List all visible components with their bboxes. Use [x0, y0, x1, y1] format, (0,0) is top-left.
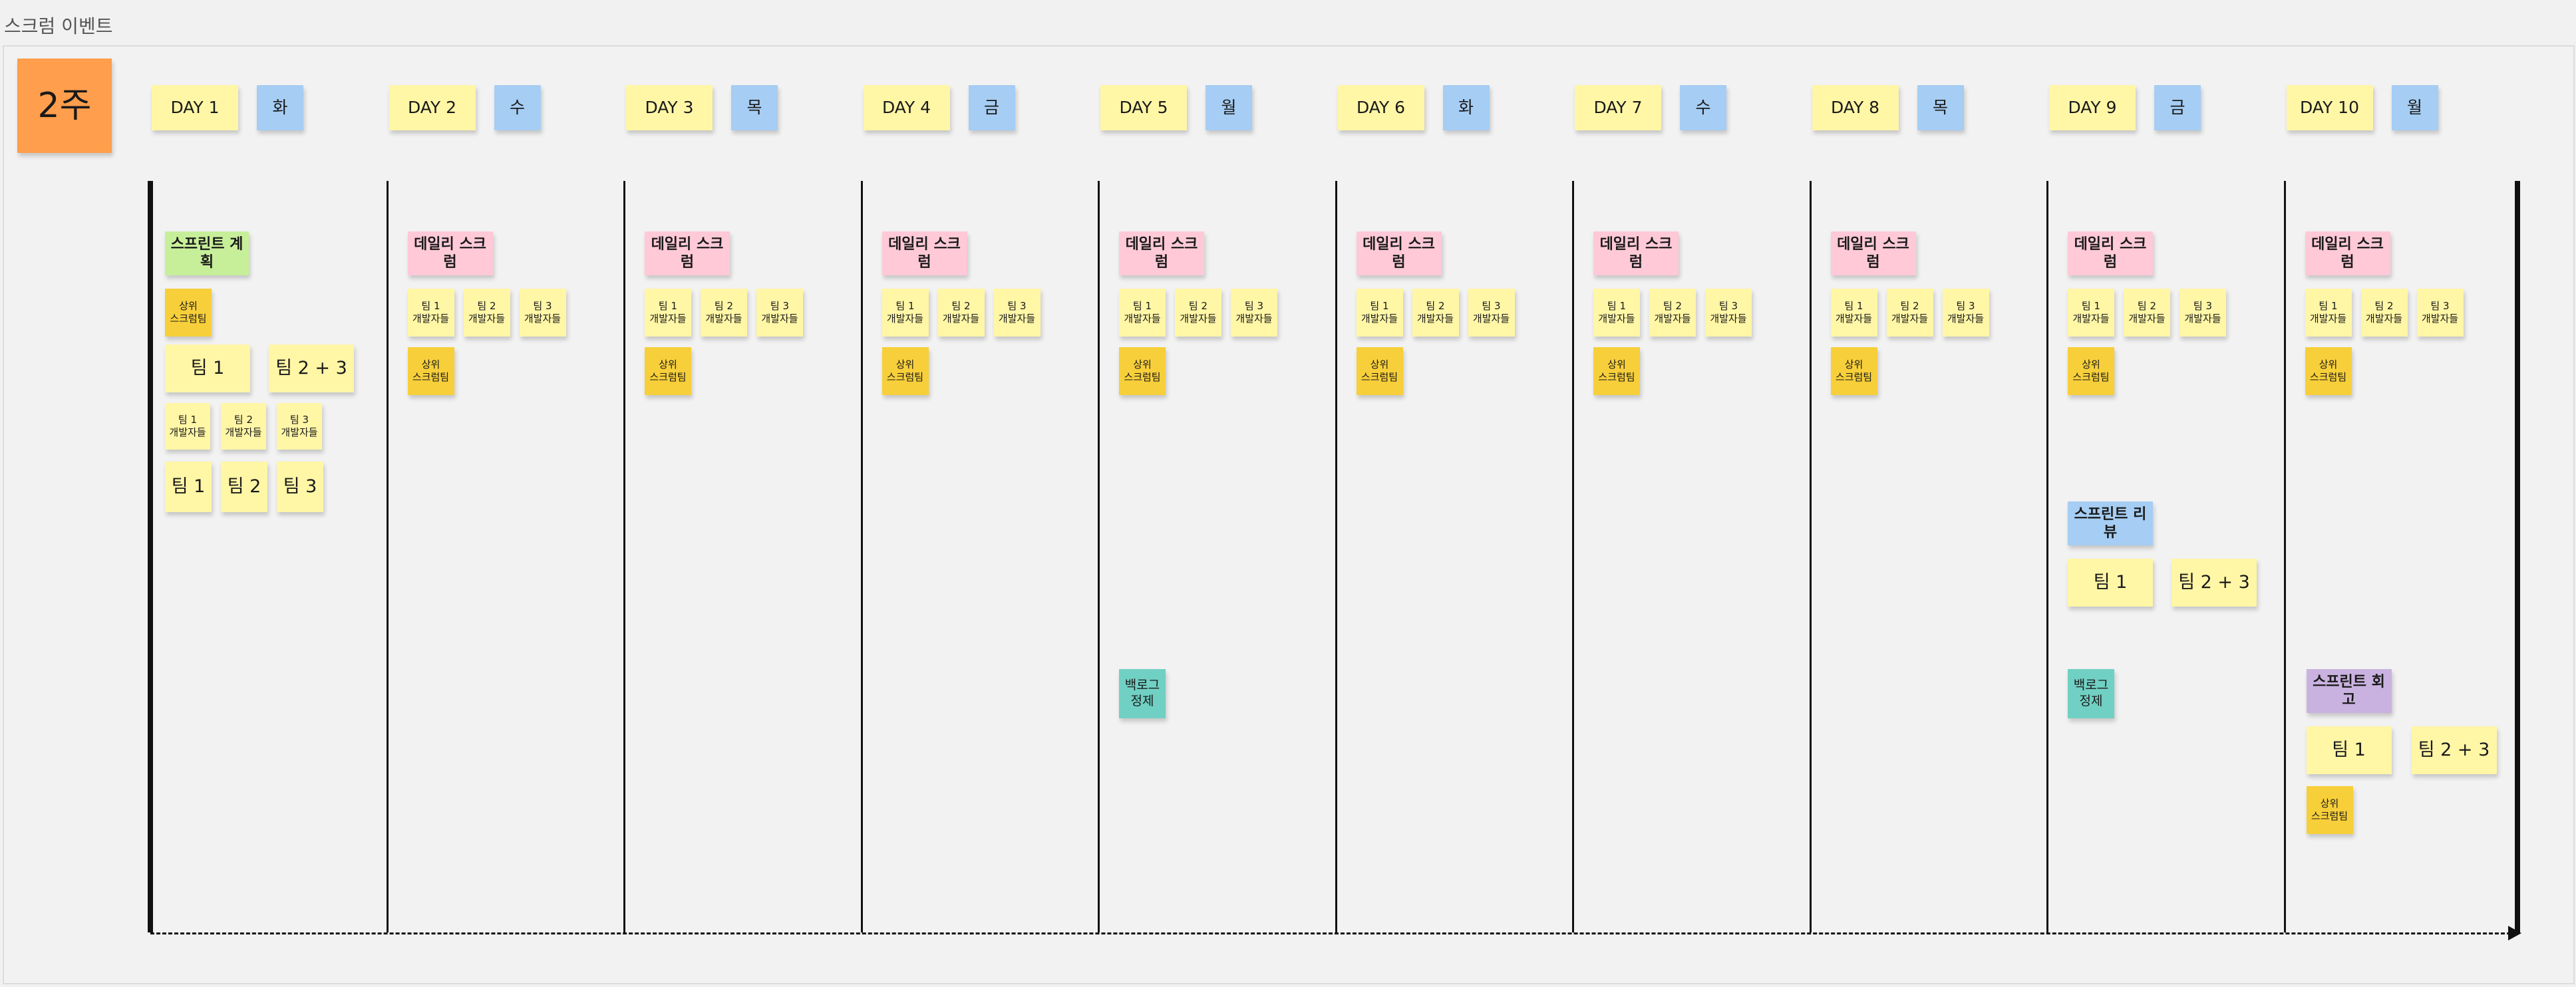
team-devs-note[interactable]: 팀 2 개발자들 [2124, 289, 2170, 337]
weekday-note[interactable]: 월 [1206, 85, 1252, 130]
weekday-note[interactable]: 수 [494, 85, 541, 130]
team-note[interactable]: 팀 1 [165, 345, 250, 392]
daily-scrum-note[interactable]: 데일리 스크럼 [1593, 231, 1679, 275]
team-devs-note[interactable]: 팀 3 개발자들 [993, 289, 1041, 337]
team-devs-note[interactable]: 팀 1 개발자들 [1593, 289, 1640, 337]
team-devs-note[interactable]: 팀 2 개발자들 [463, 289, 510, 337]
daily-scrum-note[interactable]: 데일리 스크럼 [1119, 231, 1204, 275]
day-note[interactable]: DAY 5 [1100, 85, 1187, 130]
upper-scrum-team-note[interactable]: 상위 스크럼팀 [1119, 347, 1166, 395]
weekday-note[interactable]: 목 [731, 85, 778, 130]
team-devs-note[interactable]: 팀 2 개발자들 [2360, 289, 2408, 337]
team-devs-note[interactable]: 팀 2 개발자들 [1649, 289, 1696, 337]
team-devs-note[interactable]: 팀 1 개발자들 [407, 289, 454, 337]
sprint-retro-note[interactable]: 스프린트 회고 [2306, 669, 2392, 713]
team-note[interactable]: 팀 2 + 3 [2172, 559, 2257, 607]
team-devs-note[interactable]: 팀 1 개발자들 [2068, 289, 2114, 337]
daily-scrum-note[interactable]: 데일리 스크럼 [1356, 231, 1442, 275]
backlog-refinement-note[interactable]: 백로그 정제 [2068, 669, 2114, 718]
upper-scrum-team-note[interactable]: 상위 스크럼팀 [1356, 347, 1403, 395]
team-devs-note[interactable]: 팀 3 개발자들 [1468, 289, 1515, 337]
team-devs-note[interactable]: 팀 3 개발자들 [1942, 289, 1989, 337]
day-note[interactable]: DAY 9 [2049, 85, 2136, 130]
team-note[interactable]: 팀 1 [2068, 559, 2153, 607]
backlog-refinement-note[interactable]: 백로그 정제 [1119, 669, 1166, 718]
weekday-note[interactable]: 금 [2154, 85, 2201, 130]
upper-scrum-team-note[interactable]: 상위 스크럼팀 [1830, 347, 1877, 395]
team-devs-note[interactable]: 팀 3 개발자들 [519, 289, 566, 337]
upper-scrum-team-note[interactable]: 상위 스크럼팀 [165, 289, 212, 337]
daily-scrum-note[interactable]: 데일리 스크럼 [2305, 231, 2390, 275]
team-devs-note[interactable]: 팀 3 개발자들 [2179, 289, 2226, 337]
team-devs-note[interactable]: 팀 2 개발자들 [1886, 289, 1933, 337]
day-note[interactable]: DAY 8 [1812, 85, 1899, 130]
team-note[interactable]: 팀 1 [165, 462, 212, 512]
daily-scrum-note[interactable]: 데일리 스크럼 [1830, 231, 1916, 275]
team-devs-note[interactable]: 팀 1 개발자들 [882, 289, 929, 337]
upper-scrum-team-note[interactable]: 상위 스크럼팀 [2306, 786, 2353, 834]
upper-scrum-team-note[interactable]: 상위 스크럼팀 [1593, 347, 1640, 395]
team-note[interactable]: 팀 3 [277, 462, 323, 512]
page-title: 스크럼 이벤트 [4, 15, 113, 37]
team-devs-note[interactable]: 팀 1 개발자들 [1356, 289, 1403, 337]
day-divider-line [623, 181, 625, 932]
sprint-length-note[interactable]: 2주 [17, 59, 112, 153]
day-note[interactable]: DAY 10 [2286, 85, 2373, 130]
weekday-note[interactable]: 화 [1442, 85, 1490, 130]
day-note[interactable]: DAY 3 [626, 85, 713, 130]
team-devs-note[interactable]: 팀 1 개발자들 [1830, 289, 1877, 337]
upper-scrum-team-note[interactable]: 상위 스크럼팀 [407, 347, 454, 395]
weekday-note[interactable]: 화 [257, 85, 303, 130]
day-note[interactable]: DAY 2 [389, 85, 476, 130]
team-devs-note[interactable]: 팀 1 개발자들 [1119, 289, 1166, 337]
team-note[interactable]: 팀 1 [2306, 726, 2392, 774]
day-divider-line [2284, 181, 2286, 932]
sprint-end-line [2515, 181, 2520, 932]
team-devs-note[interactable]: 팀 2 개발자들 [1175, 289, 1221, 337]
sprint-start-line [148, 181, 153, 932]
team-devs-note[interactable]: 팀 3 개발자들 [1231, 289, 1277, 337]
team-devs-note[interactable]: 팀 2 개발자들 [221, 403, 266, 450]
daily-scrum-note[interactable]: 데일리 스크럼 [2068, 231, 2153, 275]
team-devs-note[interactable]: 팀 1 개발자들 [2305, 289, 2352, 337]
team-devs-note[interactable]: 팀 3 개발자들 [756, 289, 803, 337]
team-devs-note[interactable]: 팀 2 개발자들 [937, 289, 985, 337]
weekday-note[interactable]: 금 [968, 85, 1015, 130]
day-note[interactable]: DAY 7 [1575, 85, 1661, 130]
team-note[interactable]: 팀 2 [221, 462, 267, 512]
day-divider-line [2046, 181, 2048, 932]
team-devs-note[interactable]: 팀 2 개발자들 [1412, 289, 1459, 337]
weekday-note[interactable]: 월 [2391, 85, 2438, 130]
daily-scrum-note[interactable]: 데일리 스크럼 [407, 231, 493, 275]
team-devs-note[interactable]: 팀 3 개발자들 [2416, 289, 2464, 337]
day-divider-line [1098, 181, 1100, 932]
timeline-arrowhead [2508, 926, 2521, 940]
upper-scrum-team-note[interactable]: 상위 스크럼팀 [2305, 347, 2352, 395]
weekday-note[interactable]: 목 [1917, 85, 1964, 130]
team-devs-note[interactable]: 팀 1 개발자들 [645, 289, 691, 337]
day-note[interactable]: DAY 6 [1337, 85, 1424, 130]
upper-scrum-team-note[interactable]: 상위 스크럼팀 [2068, 347, 2114, 395]
team-devs-note[interactable]: 팀 3 개발자들 [1705, 289, 1752, 337]
team-note[interactable]: 팀 2 + 3 [269, 345, 354, 392]
team-devs-note[interactable]: 팀 1 개발자들 [165, 403, 210, 450]
day-divider-line [1335, 181, 1337, 932]
daily-scrum-note[interactable]: 데일리 스크럼 [882, 231, 967, 275]
team-devs-note[interactable]: 팀 2 개발자들 [701, 289, 747, 337]
day-note[interactable]: DAY 1 [152, 85, 238, 130]
team-note[interactable]: 팀 2 + 3 [2411, 726, 2497, 774]
timeline-arrow [150, 932, 2511, 934]
day-divider-line [387, 181, 389, 932]
sprint-planning-note[interactable]: 스프린트 계획 [165, 231, 249, 275]
weekday-note[interactable]: 수 [1680, 85, 1726, 130]
day-divider-line [861, 181, 863, 932]
day-divider-line [1572, 181, 1574, 932]
upper-scrum-team-note[interactable]: 상위 스크럼팀 [645, 347, 691, 395]
sprint-review-note[interactable]: 스프린트 리뷰 [2068, 501, 2153, 545]
day-note[interactable]: DAY 4 [863, 85, 950, 130]
team-devs-note[interactable]: 팀 3 개발자들 [277, 403, 322, 450]
daily-scrum-note[interactable]: 데일리 스크럼 [645, 231, 730, 275]
day-divider-line [1810, 181, 1812, 932]
upper-scrum-team-note[interactable]: 상위 스크럼팀 [882, 347, 929, 395]
